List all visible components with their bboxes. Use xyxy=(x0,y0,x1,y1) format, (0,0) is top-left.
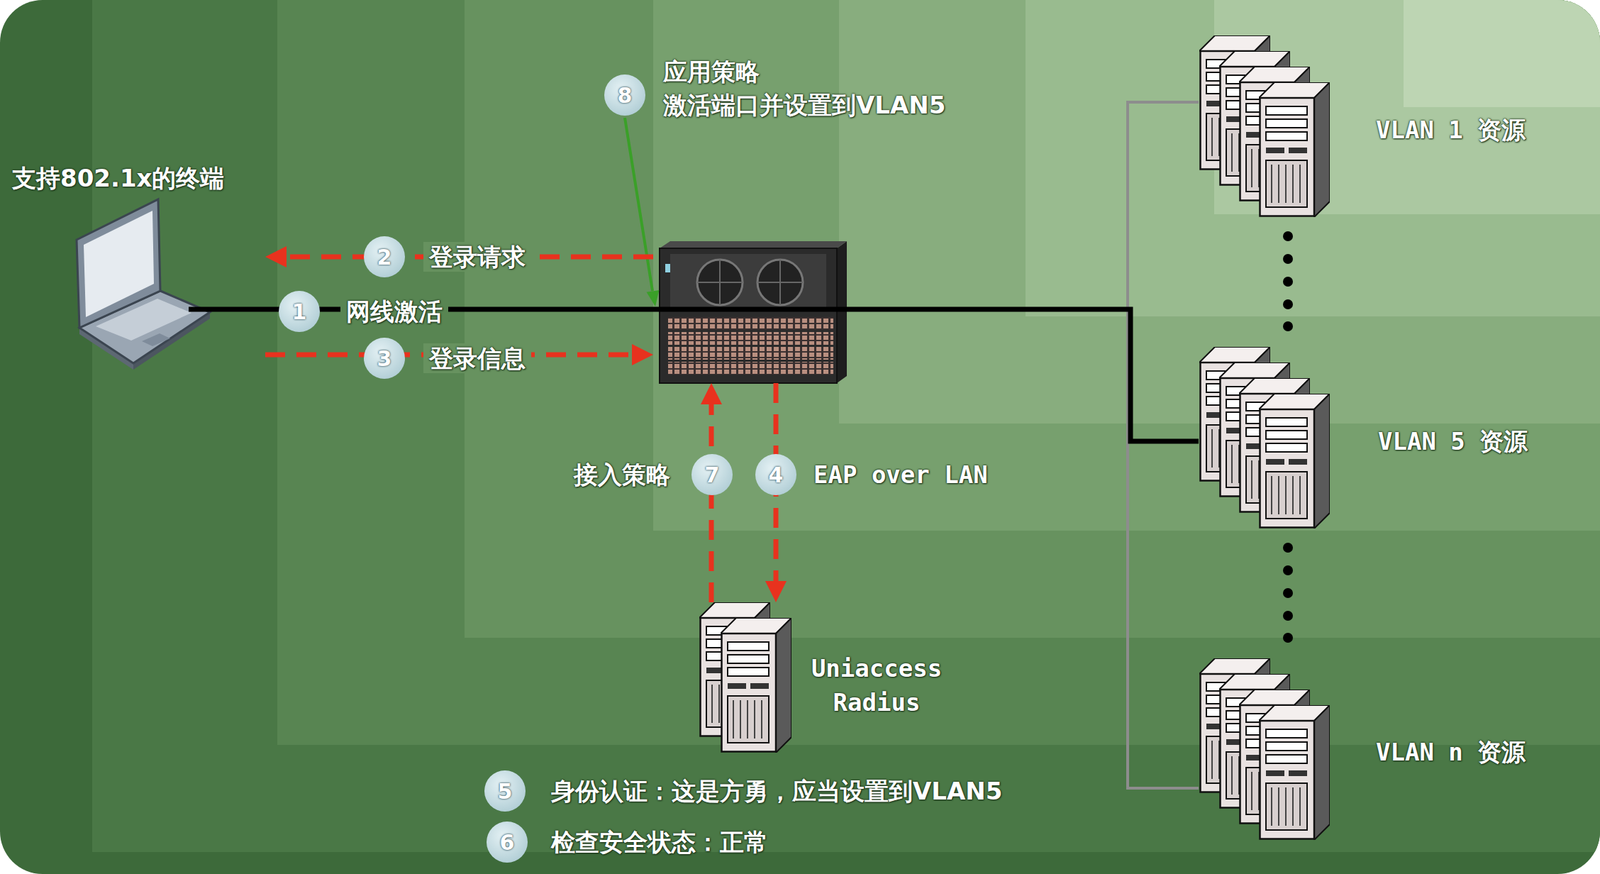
node-label: VLAN n 资源 xyxy=(1375,736,1526,768)
callout-number: 1 xyxy=(278,290,320,332)
arrow-head xyxy=(700,382,722,405)
ellipsis-dots xyxy=(1282,321,1293,332)
network-cable xyxy=(265,307,654,313)
network-switch xyxy=(779,259,781,305)
callout-number: 2 xyxy=(363,236,405,278)
network-switch xyxy=(653,241,847,383)
ellipsis-dots xyxy=(1282,299,1293,310)
note-text: 身份认证：这是方勇，应当设置到VLAN5 xyxy=(551,775,1003,807)
ellipsis-dots xyxy=(1282,231,1293,242)
laptop-icon xyxy=(76,199,266,370)
node-label: VLAN 1 资源 xyxy=(1375,114,1526,146)
radius-server-node: Uniaccess Radius xyxy=(699,602,959,760)
edge-label: 网线激活 xyxy=(340,296,449,327)
radius-server xyxy=(699,602,792,753)
arrow-head xyxy=(265,246,287,268)
node-label: Uniaccess Radius xyxy=(802,651,952,720)
ellipsis-dots xyxy=(1282,253,1293,264)
background-panel xyxy=(1025,0,1600,317)
network-switch xyxy=(697,259,743,305)
vlan-bus-line xyxy=(1127,102,1199,788)
network-switch xyxy=(668,317,834,330)
vlan-bus-line xyxy=(1127,102,1199,788)
policy-leader-arrow xyxy=(646,290,660,307)
background-panel xyxy=(92,0,1600,852)
callout-number: 7 xyxy=(691,453,733,496)
laptop-icon xyxy=(83,210,154,318)
vlan-resource-node: VLAN 1 资源 xyxy=(1198,35,1543,220)
network-switch xyxy=(836,241,847,383)
laptop-icon xyxy=(141,333,171,347)
network-switch xyxy=(665,263,671,273)
arrow-head xyxy=(765,580,787,603)
network-cable xyxy=(846,309,1199,442)
network-switch xyxy=(668,331,834,345)
callout-number: 4 xyxy=(755,453,797,496)
background-panel xyxy=(464,0,1600,638)
laptop-icon xyxy=(188,307,266,313)
network-switch xyxy=(668,346,834,360)
network-switch xyxy=(757,259,803,305)
vlan-resource-node: VLAN n 资源 xyxy=(1198,658,1543,843)
switch-node xyxy=(653,239,847,383)
edge-label: 登录信息 xyxy=(423,343,532,374)
network-switch xyxy=(659,248,837,383)
callout-number: 3 xyxy=(363,337,405,379)
policy-leader-arrow xyxy=(624,117,653,291)
network-switch xyxy=(659,241,847,249)
vlan-resource-node: VLAN 5 资源 xyxy=(1198,346,1543,532)
note-text: 应用策略 xyxy=(663,56,760,88)
ellipsis-dots xyxy=(1282,565,1293,576)
server-stack xyxy=(1258,704,1330,840)
terminal-node: 支持802.1x的终端 xyxy=(8,160,266,368)
note-text: 激活端口并设置到VLAN5 xyxy=(663,90,946,121)
laptop-icon xyxy=(76,199,161,328)
ellipsis-dots xyxy=(1282,231,1293,643)
ellipsis-dots xyxy=(1282,542,1293,553)
background-panel xyxy=(277,0,1600,745)
server-stack xyxy=(1199,35,1330,840)
network-switch xyxy=(653,307,847,313)
ellipsis-dots xyxy=(1282,587,1293,598)
callout-number: 8 xyxy=(604,74,646,116)
network-switch xyxy=(668,361,834,375)
server-stack xyxy=(1258,393,1330,529)
callout-number: 6 xyxy=(486,821,528,863)
edge-label: 接入策略 xyxy=(573,459,671,491)
radius-server xyxy=(720,617,792,753)
ellipsis-dots xyxy=(1282,610,1293,621)
ellipsis-dots xyxy=(1282,276,1293,287)
note-text: 检查安全状态：正常 xyxy=(551,826,769,858)
background-panel xyxy=(1403,0,1600,108)
policy-leader-arrow xyxy=(624,117,659,307)
edge-label: 登录请求 xyxy=(423,241,532,273)
node-label: 支持802.1x的终端 xyxy=(12,163,225,194)
arrow-head xyxy=(631,343,654,366)
network-switch xyxy=(670,253,827,311)
node-label: VLAN 5 资源 xyxy=(1378,426,1528,457)
ellipsis-dots xyxy=(1282,632,1293,643)
network-switch xyxy=(719,259,721,305)
server-stack xyxy=(1258,82,1330,218)
edge-label: EAP over LAN xyxy=(813,459,988,491)
callout-number: 5 xyxy=(484,770,526,812)
message-arrow xyxy=(709,402,715,603)
